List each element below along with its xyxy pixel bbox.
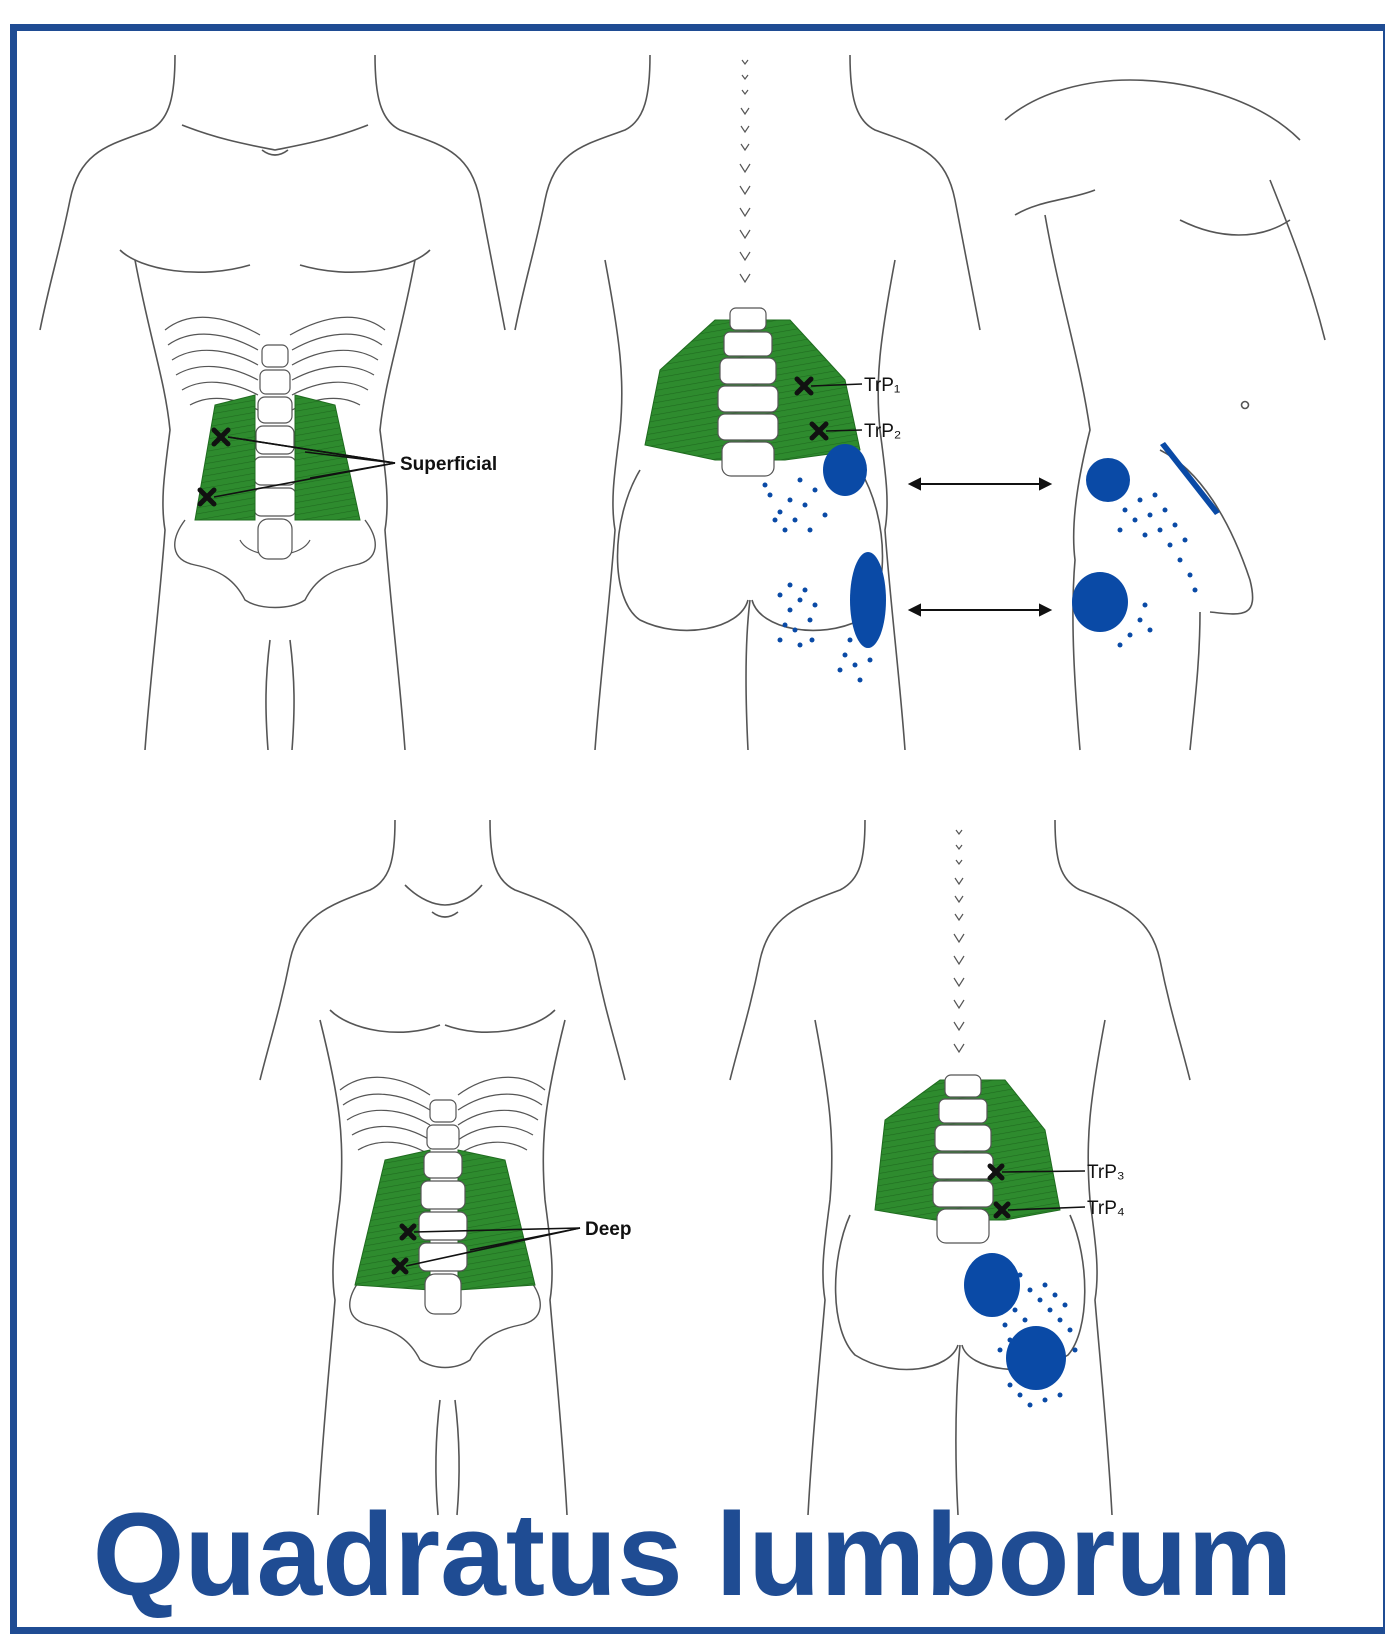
side-torso	[1005, 80, 1325, 750]
referred-pain-back-2	[964, 1253, 1078, 1408]
referred-pain-side	[1072, 442, 1220, 648]
ql-muscle-deep-right	[458, 1150, 535, 1290]
label-trp4: TrP₄	[1087, 1198, 1125, 1219]
label-deep: Deep	[585, 1219, 631, 1240]
spine-back-2	[933, 1075, 993, 1243]
arrows	[910, 479, 1050, 615]
figure-title: Quadratus lumborum	[0, 1490, 1385, 1620]
referred-pain-back-1	[763, 444, 887, 683]
spine-front-2	[419, 1100, 467, 1314]
spine-front-1	[254, 345, 296, 559]
spine-back-1	[718, 308, 778, 476]
label-trp2: TrP₂	[864, 421, 901, 442]
spine-dots-bottom	[954, 830, 964, 1052]
label-trp1: TrP₁	[864, 375, 900, 396]
label-trp3: TrP₃	[1087, 1162, 1125, 1183]
label-superficial: Superficial	[400, 454, 497, 475]
spine-dots-top	[740, 60, 750, 282]
